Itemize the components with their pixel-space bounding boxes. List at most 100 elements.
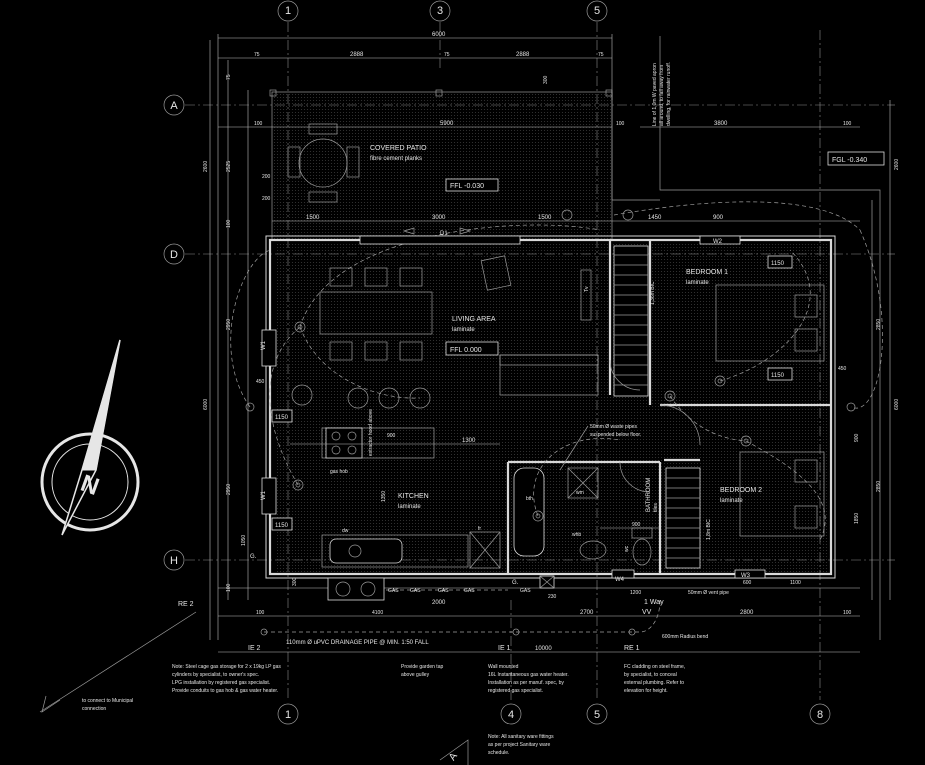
- dim-right-r6: 2850: [876, 481, 882, 492]
- bathroom-name: BATHROOM: [646, 478, 652, 512]
- dim-left-v5: 2950: [226, 319, 232, 330]
- gas-note-1: Note: Steel cage gas storage for 2 x 19k…: [172, 664, 281, 670]
- window-w4: W4: [615, 577, 625, 583]
- sanitary-note-2: as per project Sanitary ware: [488, 742, 550, 748]
- dim-kitchen-v: 1350: [381, 491, 387, 502]
- bic-label-1: 1,36m BIC: [650, 281, 656, 305]
- dim-apron-v: 300: [543, 75, 549, 84]
- grid-lines: [185, 22, 895, 700]
- dim-bottom-b2: 300: [292, 577, 298, 586]
- bend-note: 600mm Radius bend: [662, 634, 708, 640]
- dim-right-r3: 450: [838, 366, 847, 372]
- ie2-label: IE 2: [248, 645, 261, 652]
- dim-left-v9: 1050: [241, 535, 247, 546]
- sanitary-note-3: schedule.: [488, 750, 509, 756]
- bedroom-1-name: BEDROOM 1: [686, 269, 728, 276]
- dim-left-v4: 100: [226, 219, 232, 228]
- grid-label-top-1: 1: [285, 5, 291, 17]
- dim-kitchen: 1300: [462, 438, 476, 444]
- dim-seg-a: 75: [254, 52, 260, 58]
- bath-label: bth.: [526, 496, 534, 502]
- dim-right-r1: 2600: [894, 159, 900, 170]
- dimensions-internal: 1300 1350 900: [290, 438, 660, 529]
- grid-label-left-a: A: [170, 100, 178, 112]
- cladding-note-4: elevation for height.: [624, 688, 668, 694]
- grid-bubbles-top: 1 3 5: [277, 0, 608, 22]
- patio-table: [287, 123, 360, 203]
- dining-table: [319, 267, 433, 361]
- sill-bedroom-1b: 1150: [771, 373, 785, 379]
- dim-bottom-b4: 2000: [432, 600, 446, 606]
- drain-note: 110mm Ø uPVC DRAINAGE PIPE @ MIN. 1:50 F…: [286, 640, 429, 646]
- bathroom-fittings: bth. wm whb wc BATHROOM tiles: [513, 467, 659, 566]
- apron-note-line-3: dwelling, for rainwater runoff.: [666, 62, 672, 126]
- grid-label-left-d: D: [170, 249, 178, 261]
- dim-right-r4: 6000: [894, 399, 900, 410]
- gas-note-4: Provide conduits to gas hob & gas water …: [172, 688, 278, 694]
- dim-left-v1: 75: [226, 74, 232, 80]
- living-finish: laminate: [452, 327, 475, 333]
- kitchen-finish: laminate: [398, 504, 421, 510]
- ie1-label: IE 1: [498, 645, 511, 652]
- heater-note-2: 16L Instantaneous gas water heater.: [488, 672, 569, 678]
- level-markers: FFL -0.030 FFL 0.000 FGL -0.340: [445, 151, 885, 356]
- wc-label: wc: [624, 545, 630, 552]
- dim-bottom-b10: 2800: [740, 610, 754, 616]
- section-marker: A: [439, 739, 469, 765]
- hood-dim: 900: [387, 433, 396, 439]
- bathroom-finish: tiles: [653, 503, 659, 512]
- dim-w2-left: 1450: [648, 215, 662, 221]
- grid-label-top-3: 3: [437, 5, 443, 17]
- fridge-label: fr: [478, 526, 481, 532]
- section-letter: A: [447, 751, 460, 763]
- dim-door-left: 1500: [306, 215, 320, 221]
- vent-note: 50mm Ø vent pipe: [688, 590, 729, 596]
- bic-label-2: 1,8m BIC: [706, 519, 712, 540]
- dim-bottom-b7: 1200: [630, 590, 641, 596]
- gully-label-2: G.: [512, 580, 519, 586]
- dim-left-v3: 2600: [203, 161, 209, 172]
- dim-bottom-b11: 100: [843, 610, 852, 616]
- dim-left-v6: 450: [256, 379, 265, 385]
- re1-label: RE 1: [624, 645, 640, 652]
- dim-overall-top: 6000: [432, 32, 446, 38]
- dim-right-r5: 900: [854, 433, 860, 442]
- bedroom-1-finish: laminate: [686, 280, 709, 286]
- gas-note-2: cylinders by specialist, to owner's spec…: [172, 672, 259, 678]
- grid-label-top-5: 5: [594, 5, 600, 17]
- dim-left-v11: 200: [262, 174, 271, 180]
- sill-bedroom-1a: 1150: [771, 261, 785, 267]
- dim-bottom-b8: 600: [743, 580, 752, 586]
- dim-left-v12: 200: [262, 196, 271, 202]
- dimensions-top: 6000 75 2888 75 2888 75 5900 100 100 380…: [217, 32, 860, 640]
- dim-door-mid: 3000: [432, 215, 446, 221]
- window-w3: W3: [741, 573, 751, 579]
- dim-apron: 3800: [714, 121, 728, 127]
- gas-hob-label: gas hob: [330, 469, 348, 475]
- gully-label-1: G.: [250, 554, 257, 560]
- one-way-label: 1 Way: [644, 599, 664, 606]
- tap-note-2: above gulley: [401, 672, 430, 678]
- dim-bath-width: 900: [632, 522, 641, 528]
- window-w2: W2: [713, 239, 723, 245]
- dim-bottom-b1: 100: [256, 610, 265, 616]
- washing-machine-label: wm: [576, 490, 584, 496]
- dim-patio-right: 100: [616, 121, 625, 127]
- built-in-cupboards: 1,36m BIC 1,8m BIC: [613, 245, 712, 569]
- municipal-note-1: to connect to Municipal: [82, 698, 133, 704]
- grid-label-left-h: H: [170, 555, 178, 567]
- dim-w2-width: 900: [713, 215, 724, 221]
- grid-label-bottom-5: 5: [594, 709, 600, 721]
- apron-note-line-1: Line of 1,0m W paved apron: [652, 63, 658, 126]
- waste-note-line-1: 50mm Ø waste pipes: [590, 424, 637, 430]
- dim-patio-inner: 5900: [440, 121, 454, 127]
- north-arrow-icon: N: [40, 339, 140, 536]
- floor-hatch: [275, 242, 829, 573]
- apron-note: Line of 1,0m W paved apron all around, t…: [652, 36, 881, 640]
- cladding-note-2: by specialist, to conceal: [624, 672, 677, 678]
- hood-note: extractor hood above: [368, 409, 374, 456]
- dim-seg-b: 2888: [350, 52, 364, 58]
- dim-right-r7: 1850: [854, 513, 860, 524]
- light-fittings: [245, 209, 856, 522]
